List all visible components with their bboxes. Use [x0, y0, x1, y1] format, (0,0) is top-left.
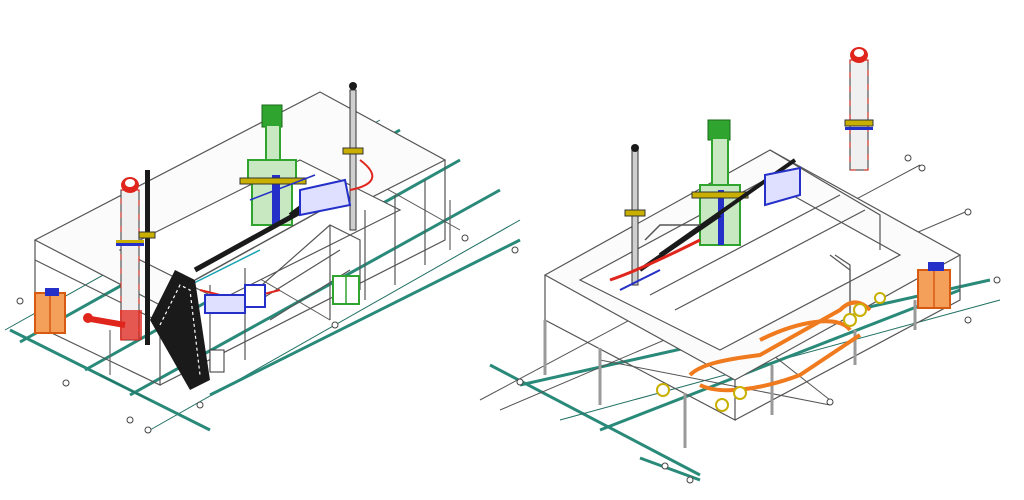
isometric-view-left — [4, 82, 521, 434]
right-control-cabinet — [917, 262, 951, 309]
left-green-panel — [332, 275, 360, 305]
right-red-stack — [844, 47, 874, 171]
right-grid-markers — [516, 154, 1001, 484]
right-dark-stack — [624, 144, 646, 286]
right-conveyor-wheels — [656, 292, 886, 412]
left-dark-stack — [138, 170, 156, 345]
left-roof-stack — [342, 82, 364, 231]
left-building-shell — [33, 91, 451, 386]
isometric-view-right — [479, 47, 1001, 484]
left-equipment-cluster — [83, 284, 266, 328]
right-building-shell — [543, 149, 962, 421]
left-control-cabinet — [34, 288, 66, 334]
left-conveyor-structure — [179, 159, 374, 302]
left-stair-conveyor — [150, 270, 225, 390]
right-support-columns — [543, 300, 917, 448]
left-green-tower — [239, 104, 307, 226]
right-conveyor-structure — [609, 158, 801, 291]
left-red-stack — [116, 177, 144, 341]
